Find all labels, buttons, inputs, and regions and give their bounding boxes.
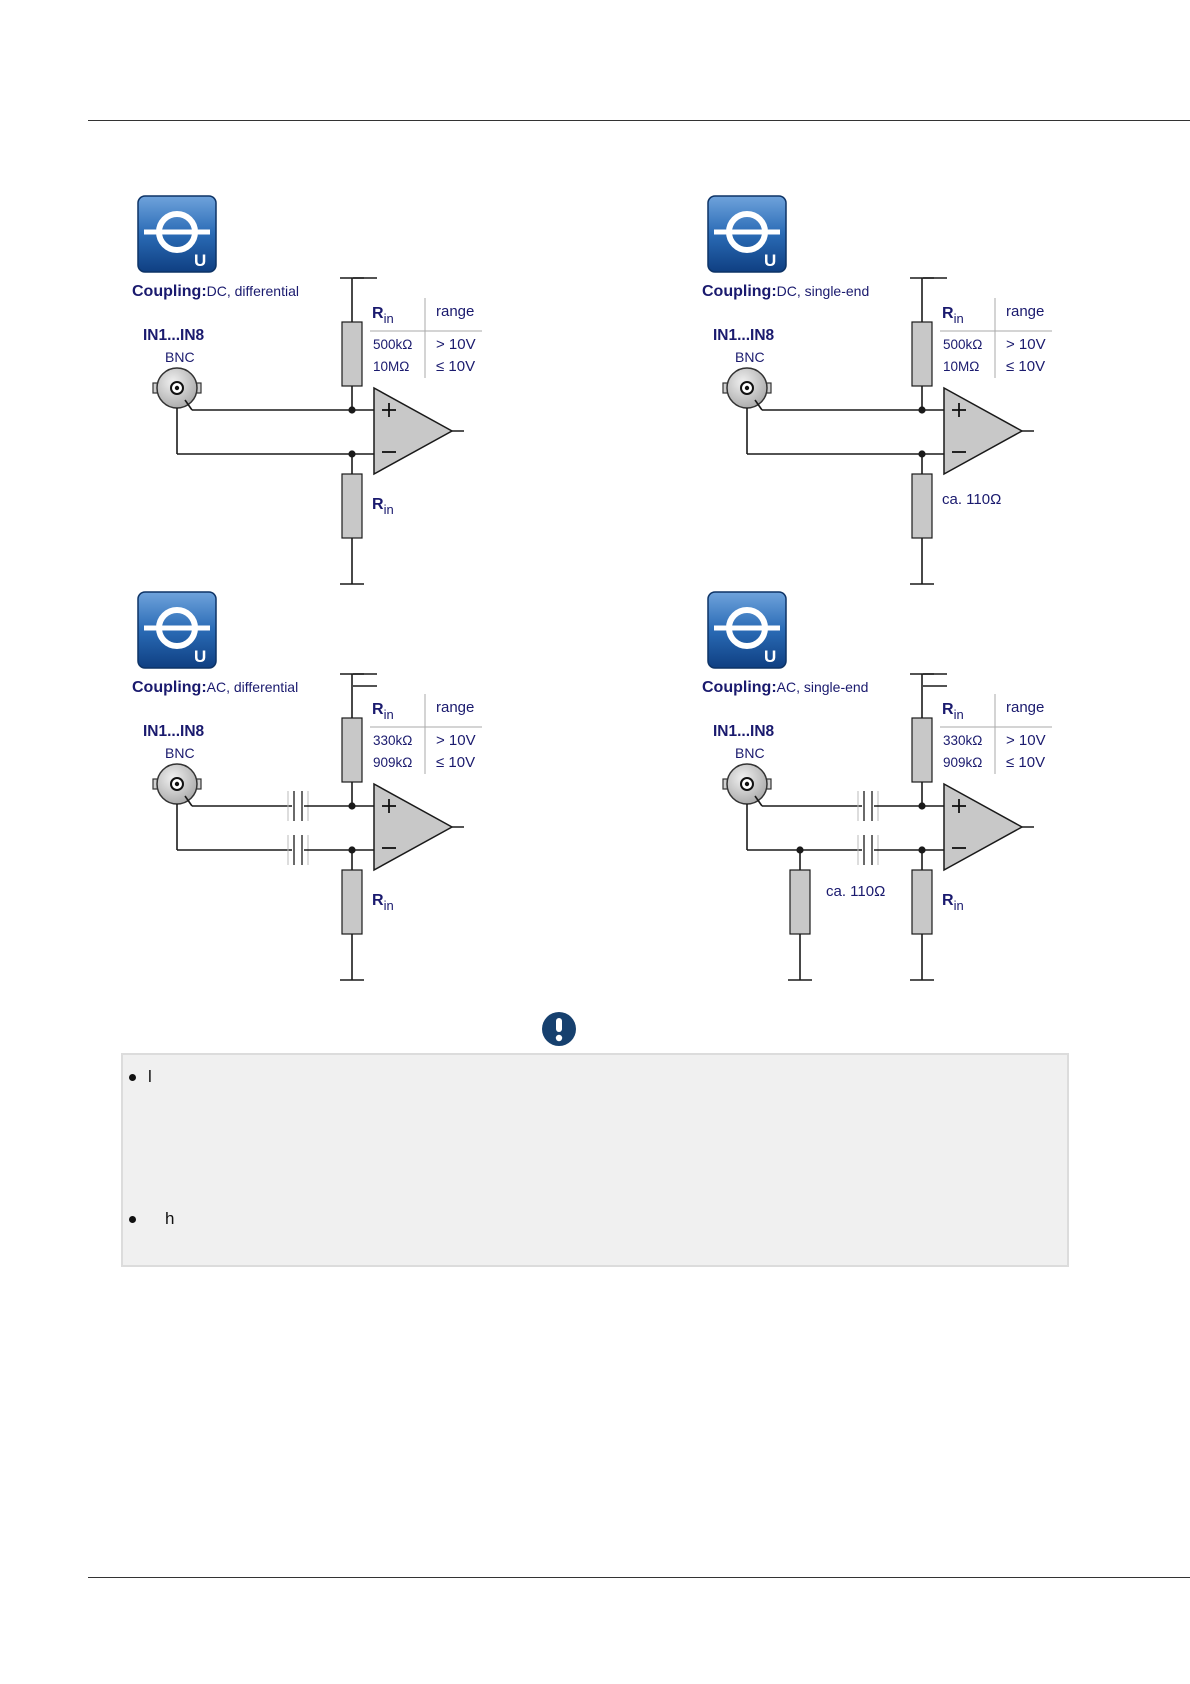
table-r-value: 10MΩ — [373, 359, 409, 374]
table-range-value: > 10V — [436, 336, 476, 353]
table-range-value: ≤ 10V — [1006, 358, 1045, 375]
junction-dot — [918, 406, 926, 414]
table-r-value: 909kΩ — [943, 755, 982, 770]
connector-label: BNC — [165, 745, 195, 761]
table-header-r: Rin — [372, 701, 394, 722]
lower-resistor-label: Rin — [942, 892, 964, 913]
input-label: IN1...IN8 — [713, 327, 775, 344]
table-range-value: ≤ 10V — [436, 754, 475, 771]
bnc-connector-icon — [722, 367, 772, 409]
connector-label: BNC — [735, 349, 765, 365]
op-amp — [943, 387, 1035, 475]
icon-letter: U — [764, 647, 776, 666]
coupling-label: Coupling:AC, differential — [132, 679, 298, 696]
icon-letter: U — [764, 251, 776, 270]
upper-resistor — [341, 717, 363, 783]
note-text: h — [165, 1209, 175, 1228]
op-amp — [943, 783, 1035, 871]
lower-resistor — [911, 473, 933, 539]
coupling-label: Coupling:DC, single-end — [702, 283, 869, 300]
table-r-value: 909kΩ — [373, 755, 412, 770]
op-amp — [373, 387, 465, 475]
signal-wire — [754, 795, 763, 807]
table-header-r: Rin — [942, 305, 964, 326]
header-rule — [88, 120, 1190, 121]
note-item-1: l — [129, 1067, 152, 1087]
connector-label: BNC — [735, 745, 765, 761]
input-label: IN1...IN8 — [713, 723, 775, 740]
table-range-value: > 10V — [1006, 732, 1046, 749]
coupling-label: Coupling:DC, differential — [132, 283, 299, 300]
shunt-resistor — [789, 869, 811, 935]
table-range-value: > 10V — [436, 732, 476, 749]
table-range-value: ≤ 10V — [1006, 754, 1045, 771]
exclamation-icon — [541, 1011, 577, 1047]
table-range-value: ≤ 10V — [436, 358, 475, 375]
table-header-r: Rin — [942, 701, 964, 722]
input-label: IN1...IN8 — [143, 327, 205, 344]
table-r-value: 330kΩ — [373, 733, 412, 748]
lower-resistor-label: ca. 110Ω — [942, 491, 1001, 508]
bnc-connector-icon — [152, 763, 202, 805]
note-text: l — [148, 1067, 152, 1086]
icon-letter: U — [194, 647, 206, 666]
lower-resistor-label: Rin — [372, 496, 394, 517]
signal-wire — [184, 399, 193, 411]
upper-resistor — [911, 321, 933, 387]
bnc-connector-icon — [722, 763, 772, 805]
input-label: IN1...IN8 — [143, 723, 205, 740]
bullet — [129, 1215, 136, 1223]
table-r-value: 500kΩ — [373, 337, 412, 352]
coupling-label: Coupling:AC, single-end — [702, 679, 868, 696]
bullet — [129, 1073, 136, 1081]
table-r-value: 330kΩ — [943, 733, 982, 748]
lower-resistor-label: Rin — [372, 892, 394, 913]
lower-resistor — [341, 869, 363, 935]
signal-wire — [754, 399, 763, 411]
table-header-range: range — [1006, 303, 1044, 320]
note-box: l h — [121, 1053, 1069, 1267]
table-header-r: Rin — [372, 305, 394, 326]
lower-resistor — [911, 869, 933, 935]
junction-dot — [918, 802, 926, 810]
icon-letter: U — [194, 251, 206, 270]
upper-resistor — [911, 717, 933, 783]
table-r-value: 500kΩ — [943, 337, 982, 352]
shunt-label: ca. 110Ω — [826, 883, 885, 900]
table-range-value: > 10V — [1006, 336, 1046, 353]
note-item-2: h — [129, 1209, 174, 1229]
op-amp — [373, 783, 465, 871]
junction-dot — [348, 406, 356, 414]
lower-resistor — [341, 473, 363, 539]
table-header-range: range — [1006, 699, 1044, 716]
upper-resistor — [341, 321, 363, 387]
footer-rule — [88, 1577, 1190, 1578]
junction-dot — [348, 802, 356, 810]
table-header-range: range — [436, 303, 474, 320]
signal-wire — [184, 795, 193, 807]
table-header-range: range — [436, 699, 474, 716]
connector-label: BNC — [165, 349, 195, 365]
bnc-connector-icon — [152, 367, 202, 409]
table-r-value: 10MΩ — [943, 359, 979, 374]
